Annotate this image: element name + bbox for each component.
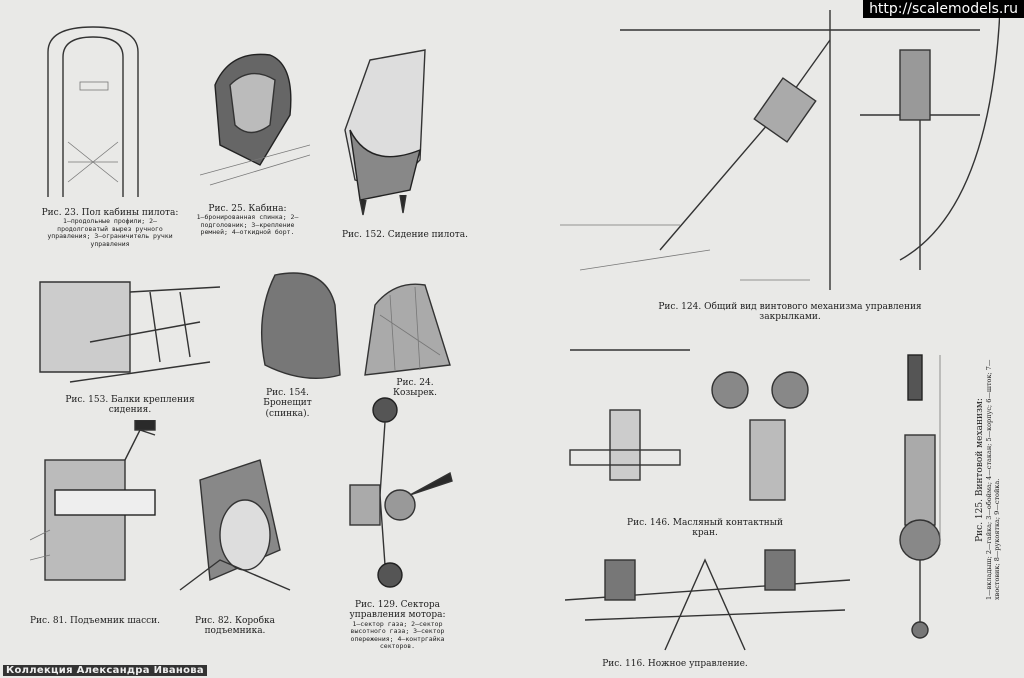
figure-153-seat-beams-drawing — [30, 262, 230, 392]
caption-fig-23: Рис. 23. Пол кабины пилота: 1—продольные… — [40, 208, 180, 248]
caption-title: Рис. 81. Подъемник шасси. — [30, 616, 161, 626]
caption-title: Рис. 129. Сектора управления мотора: — [349, 600, 446, 621]
figure-81-undercarriage-lift-drawing — [29, 419, 160, 610]
caption-fig-25: Рис. 25. Кабина: 1—бронированная спинка;… — [185, 204, 310, 237]
figure-82-lift-box-drawing — [170, 440, 300, 610]
figure-154-armor-back-drawing — [255, 265, 345, 385]
caption-legend: 1—сектор газа; 2—сектор высотного газа; … — [350, 619, 445, 651]
collection-credit: Коллекция Александра Иванова — [3, 665, 207, 676]
caption-fig-81: Рис. 81. Подъемник шасси. — [30, 616, 160, 626]
figure-116-foot-control-drawing — [564, 540, 851, 655]
caption-fig-82: Рис. 82. Коробка подъемника. — [175, 616, 295, 637]
caption-fig-129: Рис. 129. Сектора управления мотора: 1—с… — [345, 600, 450, 651]
caption-title: Рис. 82. Коробка подъемника. — [195, 616, 275, 637]
caption-legend: 1—продольные профили; 2—продолговатый вы… — [47, 217, 173, 248]
caption-title: Рис. 146. Масляный контактный кран. — [627, 518, 783, 539]
caption-title: Рис. 125. Винтовой механизм: — [975, 398, 985, 542]
caption-fig-154: Рис. 154. Бронещит (спинка). — [250, 388, 325, 419]
figure-146-oil-valve-drawing — [560, 330, 840, 510]
caption-title: Рис. 23. Пол кабины пилота: — [41, 208, 179, 218]
caption-fig-153: Рис. 153. Балки крепления сидения. — [50, 395, 210, 416]
caption-title: Рис. 25. Кабина: — [208, 204, 287, 214]
figure-23-cockpit-floor-drawing — [38, 22, 148, 202]
figure-124-flap-screw-mechanism-drawing — [560, 9, 1001, 295]
figure-24-windshield-drawing — [355, 275, 455, 385]
figure-25-cockpit-drawing — [199, 45, 311, 195]
figure-125-screw-mechanism-drawing — [880, 345, 970, 645]
caption-legend: 1—бронированная спинка; 2—подголовник; 3… — [196, 213, 299, 237]
caption-fig-124: Рис. 124. Общий вид винтового механизма … — [640, 302, 940, 323]
caption-title: Рис. 153. Балки крепления сидения. — [65, 395, 195, 416]
caption-title: Рис. 124. Общий вид винтового механизма … — [658, 302, 922, 323]
caption-fig-152: Рис. 152. Сидение пилота. — [340, 230, 470, 240]
watermark-link[interactable]: http://scalemodels.ru — [863, 0, 1024, 18]
caption-title: Рис. 152. Сидение пилота. — [342, 230, 468, 240]
figure-129-engine-control-sectors-drawing — [340, 395, 460, 595]
caption-legend: 1—вкладыш; 2—гайка; 3—обойма; 4—стакан; … — [985, 359, 1001, 600]
caption-fig-125: Рис. 125. Винтовой механизм: 1—вкладыш; … — [975, 340, 1001, 600]
caption-title: Рис. 24. Козырек. — [392, 378, 438, 399]
figure-152-seat-drawing — [330, 40, 440, 220]
caption-fig-116: Рис. 116. Ножное управление. — [600, 659, 750, 669]
caption-fig-24: Рис. 24. Козырек. — [380, 378, 450, 399]
caption-title: Рис. 116. Ножное управление. — [602, 659, 748, 669]
caption-title: Рис. 154. Бронещит (спинка). — [263, 388, 312, 419]
caption-fig-146: Рис. 146. Масляный контактный кран. — [620, 518, 790, 539]
